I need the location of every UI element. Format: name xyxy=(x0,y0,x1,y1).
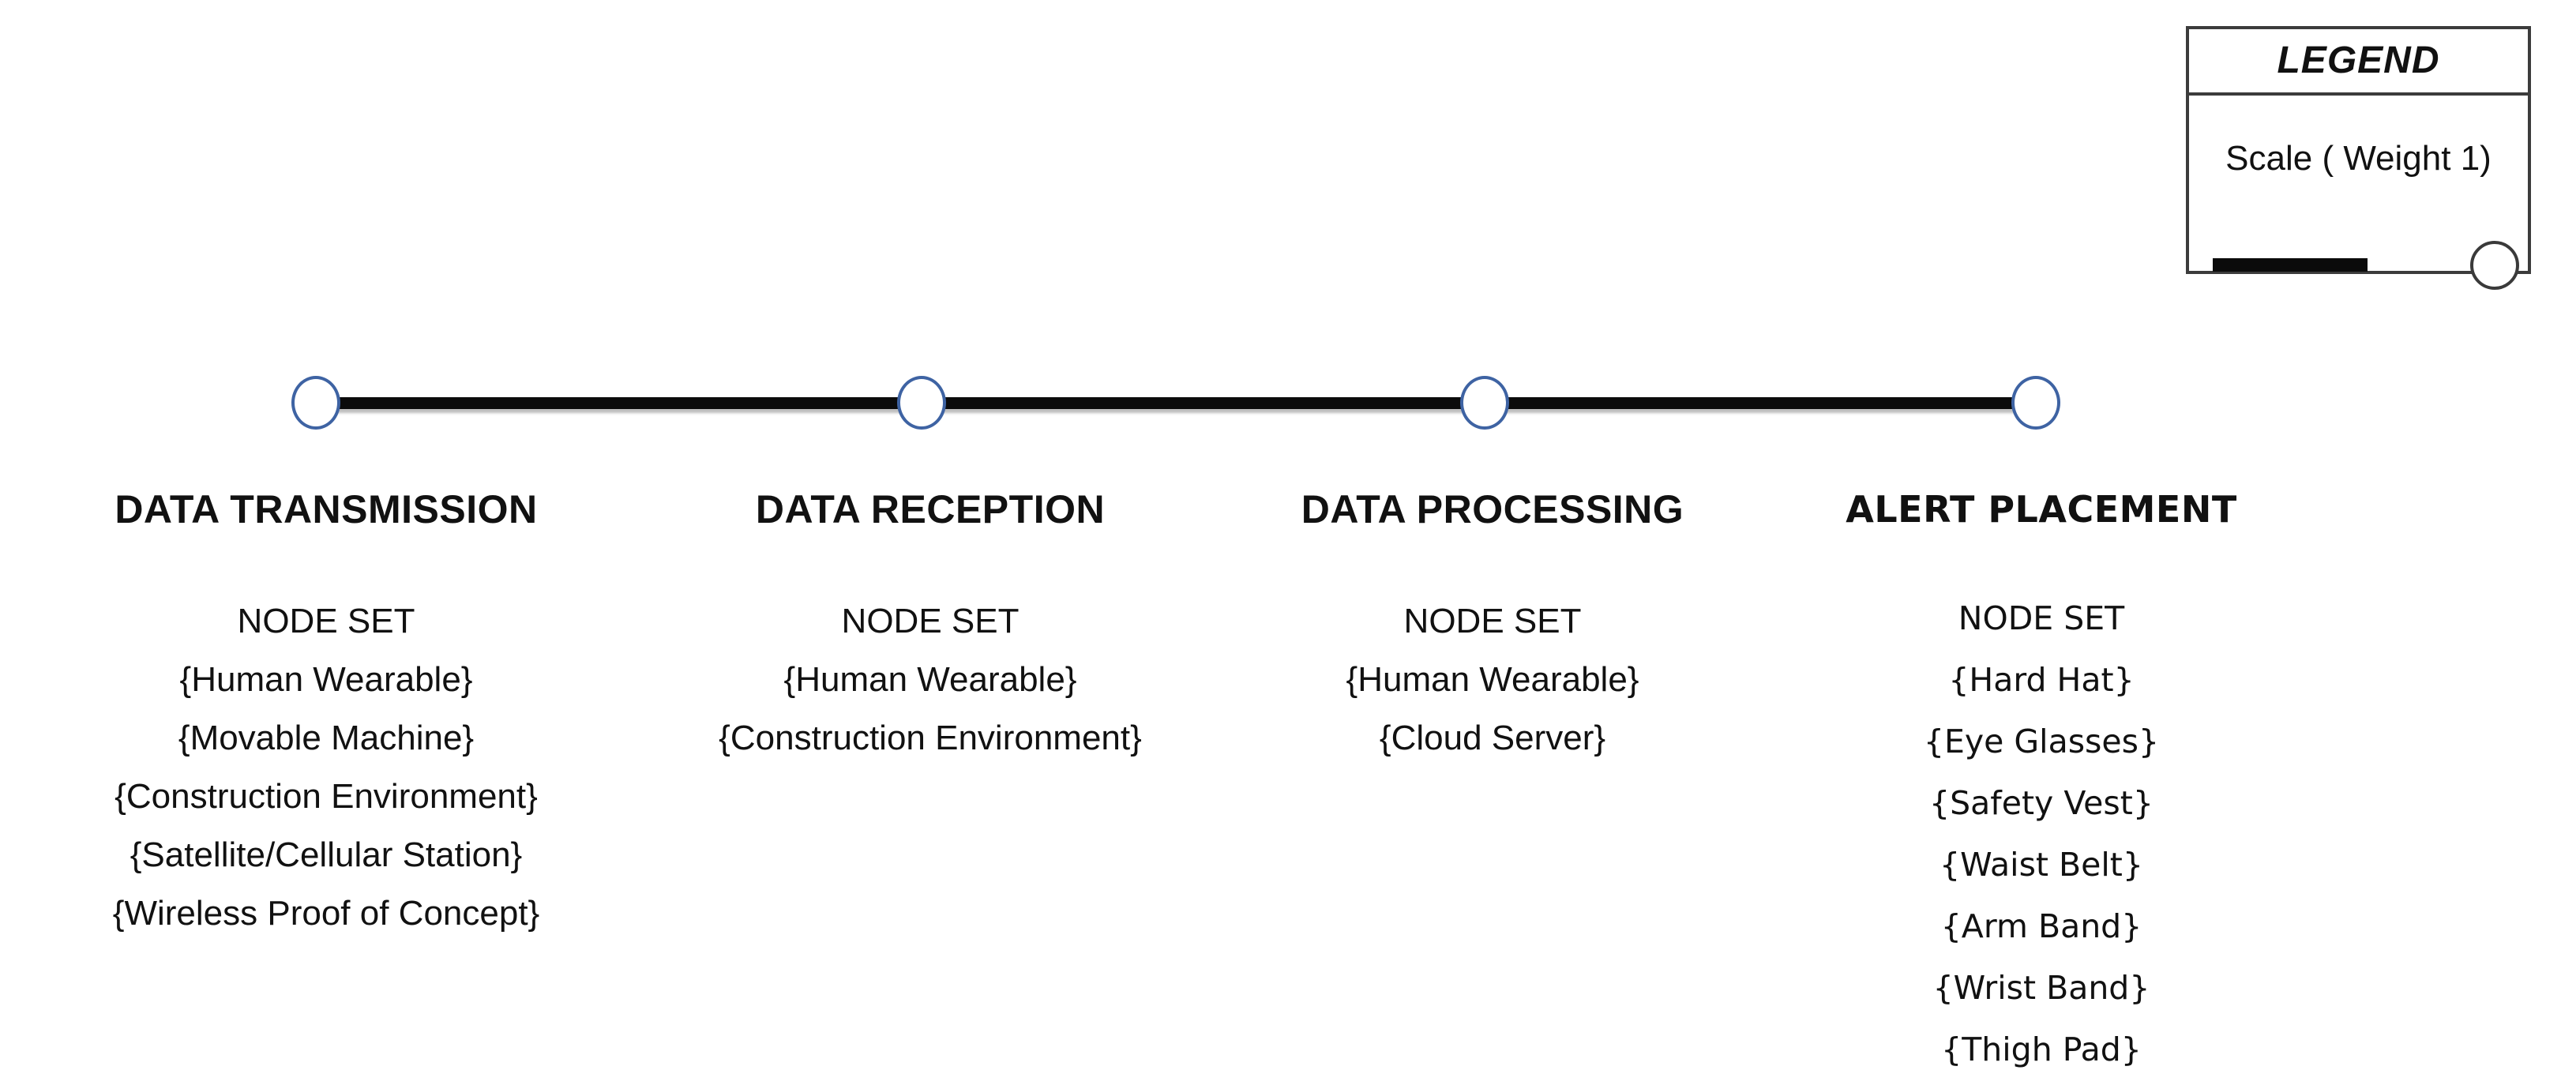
node-set-item: {Movable Machine} xyxy=(178,719,475,757)
timeline-node-data-transmission xyxy=(291,376,340,430)
timeline-node-data-reception xyxy=(897,376,946,430)
node-set-item: {Eye Glasses} xyxy=(1923,723,2160,760)
node-set-item: {Satellite/Cellular Station} xyxy=(130,835,523,874)
stage-data-reception: DATA RECEPTION NODE SET {Human Wearable}… xyxy=(719,483,1142,768)
node-set: NODE SET {Human Wearable} {Movable Machi… xyxy=(113,592,539,943)
node-set: NODE SET {Hard Hat} {Eye Glasses} {Safet… xyxy=(1846,588,2236,1080)
node-set-label: NODE SET xyxy=(237,602,415,640)
node-set-item: {Hard Hat} xyxy=(1948,661,2135,699)
node-set-label: NODE SET xyxy=(841,602,1020,640)
legend-body: Scale ( Weight 1) xyxy=(2189,138,2528,313)
timeline-edge-line xyxy=(316,397,2036,409)
node-set-item: {Cloud Server} xyxy=(1379,719,1606,757)
node-set-label: NODE SET xyxy=(1958,599,2125,637)
node-set-item: {Safety Vest} xyxy=(1929,784,2154,822)
node-set: NODE SET {Human Wearable} {Cloud Server} xyxy=(1301,592,1684,768)
stage-data-processing: DATA PROCESSING NODE SET {Human Wearable… xyxy=(1301,483,1684,768)
node-set-item: {Human Wearable} xyxy=(179,660,473,699)
legend-scale-label: Scale ( Weight 1) xyxy=(2225,139,2492,178)
edge-weight-sample-line-icon xyxy=(2213,258,2368,272)
node-set: NODE SET {Human Wearable} {Construction … xyxy=(719,592,1142,768)
node-set-item: {Wrist Band} xyxy=(1932,969,2150,1007)
node-set-item: {Human Wearable} xyxy=(783,660,1077,699)
node-set-item: {Construction Environment} xyxy=(115,777,538,816)
node-set-item: {Waist Belt} xyxy=(1940,846,2143,884)
stage-data-transmission: DATA TRANSMISSION NODE SET {Human Wearab… xyxy=(113,483,539,943)
timeline-node-alert-placement xyxy=(2011,376,2060,430)
node-set-item: {Wireless Proof of Concept} xyxy=(112,894,540,933)
node-sample-circle-icon xyxy=(2470,241,2519,290)
stage-alert-placement: ALERT PLACEMENT NODE SET {Hard Hat} {Eye… xyxy=(1846,483,2236,1080)
node-set-item: {Human Wearable} xyxy=(1346,660,1639,699)
legend-title: LEGEND xyxy=(2189,29,2528,96)
stage-title: DATA PROCESSING xyxy=(1301,487,1684,531)
stage-title: DATA RECEPTION xyxy=(755,487,1106,531)
node-set-item: {Arm Band} xyxy=(1940,907,2142,945)
node-set-label: NODE SET xyxy=(1403,602,1582,640)
legend-box: LEGEND Scale ( Weight 1) xyxy=(2186,26,2531,290)
node-set-item: {Thigh Pad} xyxy=(1941,1031,2142,1068)
node-set-item: {Construction Environment} xyxy=(719,719,1142,757)
timeline-node-data-processing xyxy=(1460,376,1509,430)
stage-title: DATA TRANSMISSION xyxy=(115,487,538,531)
stage-title: ALERT PLACEMENT xyxy=(1846,488,2237,531)
